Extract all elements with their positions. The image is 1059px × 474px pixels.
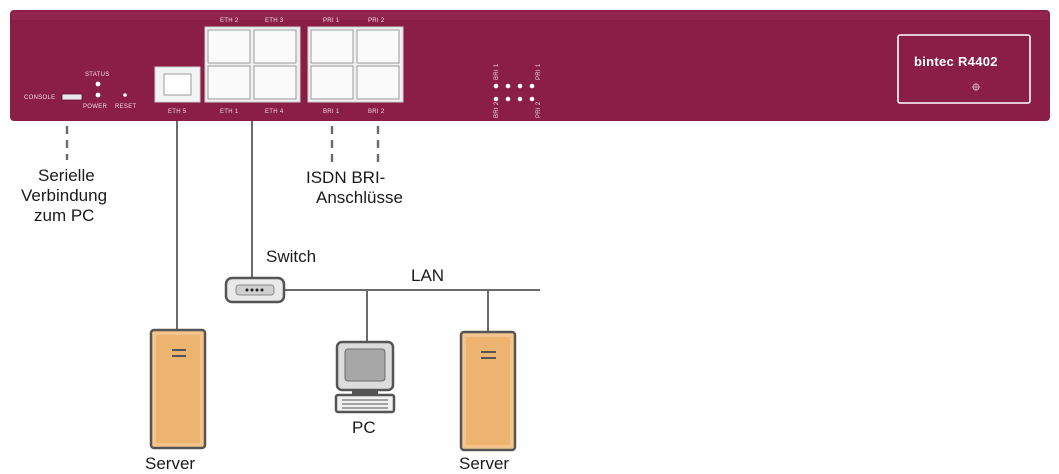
- bri1-label: BRI 1: [323, 109, 340, 115]
- bri2-label: BRI 2: [368, 109, 385, 115]
- pri1-label: PRI 1: [323, 18, 340, 24]
- server-left-icon: [149, 328, 207, 450]
- eth1-label: ETH 1: [220, 109, 239, 115]
- pri1-jack: [310, 29, 354, 64]
- power-label: POWER: [83, 104, 108, 110]
- eth3-label: ETH 3: [265, 18, 284, 24]
- eth3-jack: [253, 29, 297, 64]
- bri1-jack: [310, 65, 354, 100]
- serial-label-line2: Verbindung: [21, 186, 107, 205]
- pri2-label: PRI 2: [368, 18, 385, 24]
- bri2-jack: [356, 65, 400, 100]
- led: [529, 83, 535, 89]
- isdn-label-line1: ISDN BRI-: [306, 168, 385, 187]
- status-label: STATUS: [85, 72, 110, 78]
- brand-logo-icon: [972, 83, 980, 91]
- led: [505, 96, 511, 102]
- reset-label: RESET: [115, 104, 137, 110]
- eth2-label: ETH 2: [220, 18, 239, 24]
- isdn-label-line2: Anschlüsse: [316, 188, 403, 207]
- led: [493, 83, 499, 89]
- brand-name: bintec R4402: [914, 54, 998, 69]
- led-label-pri2: PRI 2: [536, 101, 542, 118]
- led: [493, 96, 499, 102]
- server-right-label: Server: [459, 454, 509, 473]
- server-right-icon: [459, 330, 517, 452]
- led-label-bri1: BRI 1: [494, 63, 500, 80]
- router-body: [10, 10, 1050, 121]
- led: [517, 83, 523, 89]
- serial-label-line1: Serielle: [38, 166, 95, 185]
- serial-label-line3: zum PC: [34, 206, 94, 225]
- led-label-pri1: PRI 1: [536, 63, 542, 80]
- led: [529, 96, 535, 102]
- eth4-label: ETH 4: [265, 109, 284, 115]
- status-led: [95, 81, 101, 87]
- router-highlight: [12, 12, 1048, 20]
- eth5-jack: [163, 73, 192, 96]
- led: [505, 83, 511, 89]
- pc-label: PC: [352, 418, 376, 437]
- reset-button: [123, 93, 127, 97]
- led: [517, 96, 523, 102]
- router-front-panel: CONSOLE STATUS POWER RESET ETH 5 ETH 2 E…: [10, 10, 1050, 121]
- eth5-label: ETH 5: [168, 109, 187, 115]
- eth2-jack: [207, 29, 251, 64]
- switch-label: Switch: [266, 247, 316, 266]
- isdn-led-group: BRI 1 BRI 2 PRI 1 PRI 2: [493, 63, 542, 118]
- console-port: [61, 93, 83, 101]
- eth1-jack: [207, 65, 251, 100]
- led-label-bri2: BRI 2: [494, 101, 500, 118]
- console-label: CONSOLE: [24, 95, 55, 101]
- pri2-jack: [356, 29, 400, 64]
- server-left-label: Server: [145, 454, 195, 473]
- eth4-jack: [253, 65, 297, 100]
- switch-icon: [224, 276, 286, 304]
- lan-label: LAN: [411, 266, 444, 285]
- brand-box: [897, 34, 1031, 104]
- power-led: [95, 92, 101, 98]
- pc-icon: [334, 340, 396, 414]
